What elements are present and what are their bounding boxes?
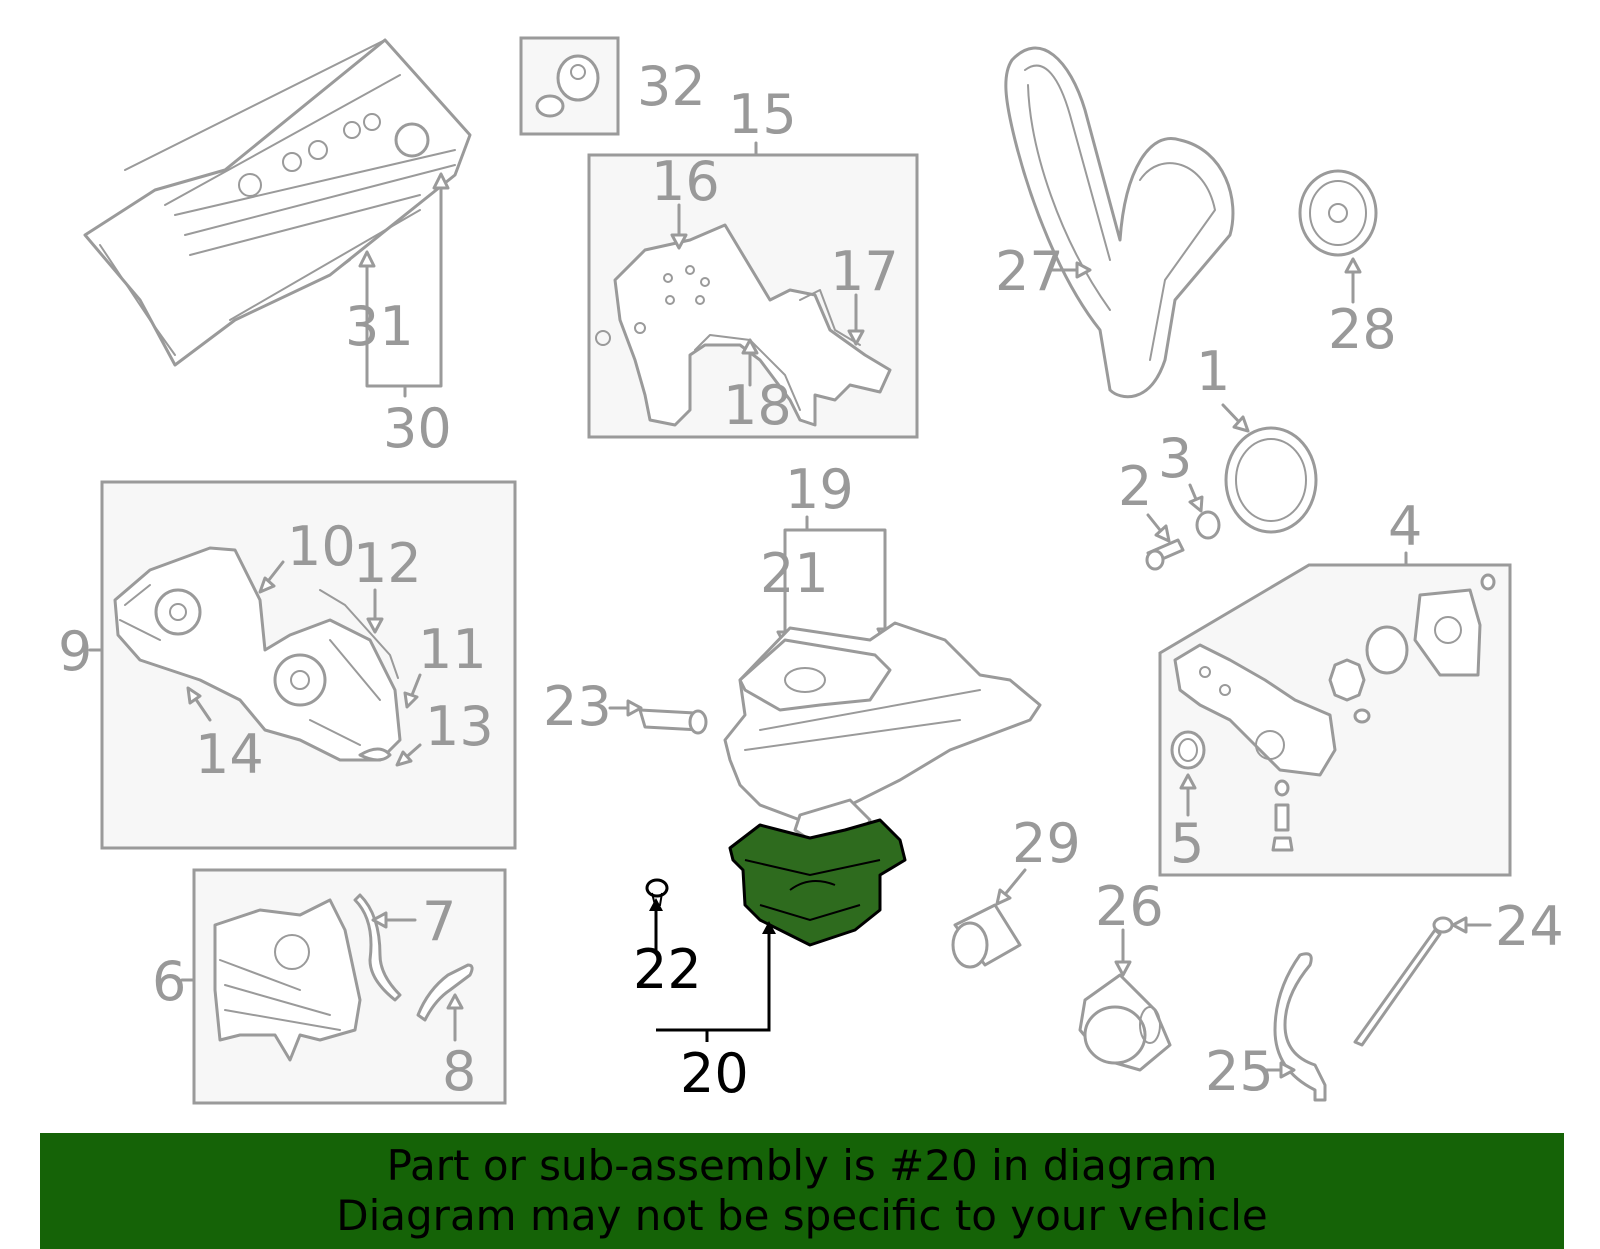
callout-2: 2 (1118, 455, 1152, 518)
callout-6: 6 (152, 950, 186, 1013)
callout-3: 3 (1158, 427, 1192, 490)
callout-17: 17 (830, 240, 899, 303)
callout-7: 7 (422, 890, 456, 953)
callout-32: 32 (637, 55, 706, 118)
info-banner-background (40, 1133, 1564, 1249)
callout-4: 4 (1388, 495, 1422, 558)
bolt-illustration (1145, 538, 1185, 571)
dipstick-tube-illustration (1273, 952, 1327, 1102)
callout-12: 12 (353, 532, 422, 595)
callout-27: 27 (995, 240, 1064, 303)
callout-13: 13 (425, 695, 494, 758)
valve-cover-illustration (83, 38, 472, 367)
callout-11: 11 (418, 618, 487, 681)
callout-29: 29 (1012, 812, 1081, 875)
callout-24: 24 (1495, 895, 1564, 958)
callout-22: 22 (633, 938, 702, 1001)
oil-filler-cap-illustration (535, 54, 600, 118)
oil-filter-illustration (1078, 973, 1172, 1072)
timing-cover-illustration (113, 546, 402, 762)
banner-line-2: Diagram may not be specific to your vehi… (336, 1191, 1268, 1240)
crank-seal-illustration (1224, 426, 1318, 534)
leader-19 (783, 528, 887, 640)
bushing-illustration (951, 903, 1022, 969)
callout-30: 30 (383, 397, 452, 460)
callout-20: 20 (680, 1042, 749, 1105)
callout-10: 10 (287, 515, 356, 578)
callout-18: 18 (723, 374, 792, 437)
callout-1: 1 (1196, 340, 1230, 403)
callout-14: 14 (195, 723, 264, 786)
info-banner: Part or sub-assembly is #20 in diagram D… (40, 1133, 1564, 1249)
lower-cover-illustration (213, 893, 474, 1062)
timing-belt-illustration (1004, 46, 1235, 399)
lower-oil-pan-highlight (728, 818, 907, 947)
oil-strainer-illustration (638, 708, 708, 735)
washer-illustration (1195, 510, 1221, 540)
callout-19: 19 (785, 458, 854, 521)
callout-26: 26 (1095, 875, 1164, 938)
leader-20 (656, 928, 771, 1032)
upper-oil-pan-illustration (723, 621, 1042, 842)
callout-23: 23 (543, 675, 612, 738)
callout-25: 25 (1205, 1040, 1274, 1103)
sprocket-illustration (1298, 169, 1378, 257)
callout-9: 9 (58, 620, 92, 683)
callout-8: 8 (442, 1040, 476, 1103)
callout-16: 16 (651, 150, 720, 213)
oil-pump-illustration (1170, 573, 1496, 852)
timing-cover-gasket-illustration (595, 223, 892, 427)
dipstick-illustration (1353, 916, 1454, 1047)
callout-15: 15 (728, 83, 797, 146)
callout-5: 5 (1170, 812, 1204, 875)
callout-28: 28 (1328, 298, 1397, 361)
banner-line-1: Part or sub-assembly is #20 in diagram (386, 1141, 1218, 1190)
callout-31: 31 (345, 295, 414, 358)
callout-21: 21 (760, 542, 829, 605)
